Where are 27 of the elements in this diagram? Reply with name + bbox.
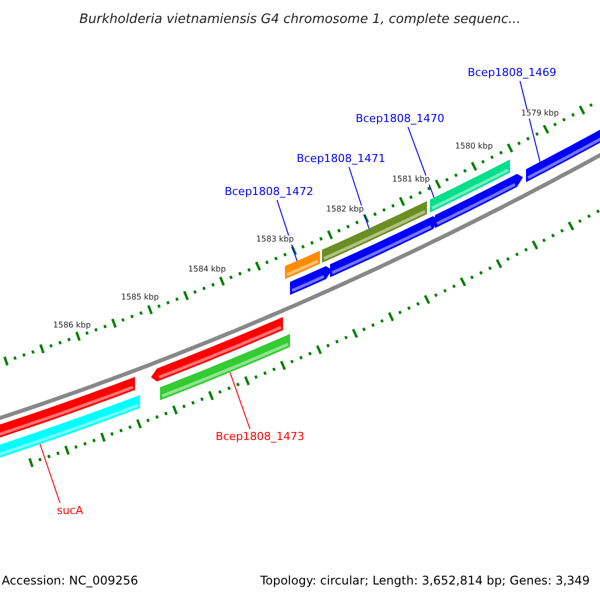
scale-label: 1580 kbp [454,142,494,152]
leader-line [40,444,60,504]
accession-text: Accession: NC_009256 [2,574,138,588]
genome-info-text: Topology: circular; Length: 3,652,814 bp; Genes: 3,349 [260,574,590,588]
gene-label: Bcep1808_1469 [468,66,556,80]
leader-line [520,80,540,162]
scale-label: 1586 kbp [52,322,92,330]
gene-label: Bcep1808_1471 [296,152,386,166]
gene-label: sucA [56,504,84,518]
scale-label: 1579 kbp [520,110,560,118]
scale-label: 1581 kbp [391,176,431,184]
gene-bar [160,334,290,400]
scale-label: 1584 kbp [187,266,227,274]
leader-line [276,200,298,262]
gene-label: Bcep1808_1470 [356,112,444,126]
gene-bar [0,395,140,460]
scale-label: 1582 kbp [325,206,365,214]
gene-bar [435,174,523,228]
gene-label: Bcep1808_1473 [216,430,304,444]
leader-line [408,126,434,198]
leader-line [230,372,250,430]
scale-label: 1585 kbp [120,294,160,302]
gene-bar [290,266,332,295]
title: Burkholderia vietnamiensis G4 chromosome 1, complete sequenc... [79,12,521,28]
gene-label: Bcep1808_1472 [224,186,314,198]
gene-bar [526,127,600,182]
scale-label: 1583 kbp [255,236,295,244]
